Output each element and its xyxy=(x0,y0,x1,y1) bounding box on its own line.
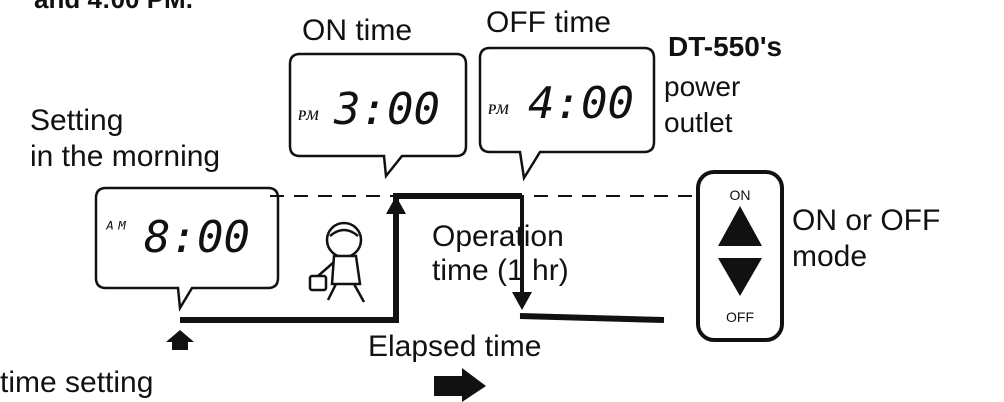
right-arrow-icon xyxy=(434,368,486,402)
setting-label-line1: Setting xyxy=(30,104,123,137)
off-time-label: OFF time xyxy=(486,6,611,39)
morning-time-value: 8:00 xyxy=(144,212,250,263)
setting-label-line2: in the morning xyxy=(30,140,220,173)
switch-off-label: OFF xyxy=(726,309,754,325)
morning-setting-display: ᴬᴹ 8:00 xyxy=(94,186,280,312)
turn-on-arrow-icon xyxy=(386,196,406,214)
off-time-display: ᴘᴍ 4:00 xyxy=(478,46,656,182)
mode-label-line2: mode xyxy=(792,240,867,273)
elapsed-time-label: Elapsed time xyxy=(368,330,541,363)
on-time-label: ON time xyxy=(302,14,412,47)
off-time-value: 4:00 xyxy=(528,78,634,129)
setting-marker-icon xyxy=(166,330,194,350)
clock-glyph-icon: ᴬᴹ xyxy=(104,217,128,241)
operation-label-line1: Operation xyxy=(432,220,564,253)
mode-label-line1: ON or OFF xyxy=(792,204,940,237)
switch-on-label: ON xyxy=(730,187,751,203)
clock-glyph-icon: ᴘᴍ xyxy=(488,95,509,119)
on-time-value: 3:00 xyxy=(333,84,440,135)
timing-signal-line xyxy=(180,193,522,323)
outlet-label-line2: power xyxy=(664,71,740,102)
outlet-switch: ON OFF xyxy=(696,170,784,342)
outlet-title: DT-550's xyxy=(668,31,782,62)
outlet-label-line3: outlet xyxy=(664,107,733,138)
on-time-display: ᴘᴍ 3:00 xyxy=(288,52,468,180)
walking-person-icon xyxy=(308,221,366,303)
operation-label-line2: time (1 hr) xyxy=(432,254,569,287)
up-triangle-icon xyxy=(718,206,762,246)
clock-glyph-icon: ᴘᴍ xyxy=(298,101,319,125)
time-setting-label: time setting xyxy=(0,366,153,399)
turn-off-arrow-icon xyxy=(512,292,532,310)
header-fragment: and 4:00 PM. xyxy=(34,0,193,14)
down-triangle-icon xyxy=(718,258,762,296)
off-signal-line xyxy=(519,313,665,323)
